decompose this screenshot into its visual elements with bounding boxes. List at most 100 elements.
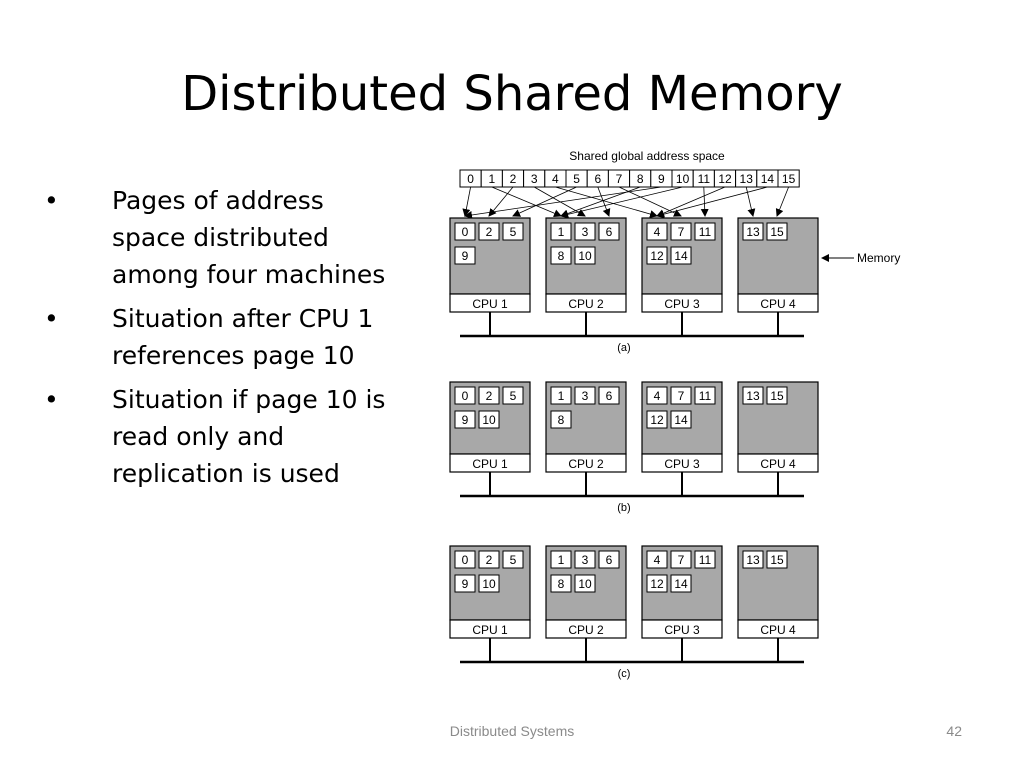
page-box — [646, 574, 668, 593]
page-mapping-arrow — [700, 186, 709, 217]
page-box — [478, 550, 500, 569]
page-mapping-arrow — [560, 186, 641, 218]
page-box — [454, 386, 476, 405]
global-page-number: 11 — [698, 172, 711, 186]
panel-caption: (a) — [617, 342, 630, 354]
page-box — [646, 410, 668, 429]
page-number: 4 — [654, 553, 661, 567]
global-page-number: 3 — [531, 172, 538, 186]
page-mapping-arrow — [656, 186, 726, 217]
bullet-marker: • — [44, 186, 59, 215]
page-box — [694, 386, 716, 405]
page-box — [478, 574, 500, 593]
page-box — [454, 574, 476, 593]
page-box — [742, 222, 764, 241]
global-page-number: 6 — [594, 172, 601, 186]
memory-label: Memory — [857, 251, 900, 265]
page-number: 42 — [946, 723, 962, 739]
page-number: 1 — [558, 389, 565, 403]
page-mapping-arrow — [512, 186, 577, 217]
page-number: 1 — [558, 553, 565, 567]
global-page-number: 14 — [761, 172, 775, 186]
page-number: 8 — [558, 577, 565, 591]
page-number: 14 — [674, 249, 688, 263]
bullet-item: • Situation if page 10 is read only and … — [44, 381, 404, 492]
page-box — [550, 574, 572, 593]
page-number: 9 — [462, 413, 469, 427]
page-box — [574, 574, 596, 593]
cpu-label: CPU 2 — [568, 623, 604, 637]
page-box — [574, 222, 596, 241]
page-box — [502, 386, 524, 405]
page-number: 10 — [578, 249, 592, 263]
cpu-label: CPU 2 — [568, 297, 604, 311]
page-box — [574, 550, 596, 569]
page-box — [598, 386, 620, 405]
page-mapping-arrow — [488, 186, 514, 217]
cpu-label: CPU 1 — [472, 457, 508, 471]
global-page-number: 9 — [658, 172, 665, 186]
footer-text: Distributed Systems — [449, 723, 575, 739]
page-mapping-arrow — [462, 186, 471, 217]
page-box — [670, 410, 692, 429]
cpu-label: CPU 3 — [664, 623, 700, 637]
page-mapping-arrow — [555, 186, 658, 218]
bullet-list: • Pages of address space distributed amo… — [44, 182, 404, 499]
page-box — [550, 550, 572, 569]
page-box — [598, 222, 620, 241]
bullet-text: Situation if page 10 is read only and re… — [112, 385, 386, 488]
bullet-marker: • — [44, 385, 59, 414]
page-box — [550, 246, 572, 265]
page-number: 11 — [699, 389, 712, 403]
page-number: 6 — [606, 225, 613, 239]
page-number: 7 — [678, 553, 685, 567]
cpu-label: CPU 4 — [760, 297, 796, 311]
slide-title: Distributed Shared Memory — [181, 66, 843, 122]
page-number: 10 — [482, 577, 496, 591]
page-number: 9 — [462, 577, 469, 591]
page-number: 11 — [699, 225, 712, 239]
page-box — [694, 550, 716, 569]
page-box — [742, 550, 764, 569]
cpu-label: CPU 4 — [760, 457, 796, 471]
page-number: 13 — [746, 553, 760, 567]
page-number: 3 — [582, 225, 589, 239]
page-box — [502, 550, 524, 569]
page-number: 9 — [462, 249, 469, 263]
global-page-number: 2 — [510, 172, 517, 186]
page-number: 6 — [606, 389, 613, 403]
cpu-label: CPU 2 — [568, 457, 604, 471]
page-mapping-arrow — [745, 186, 756, 217]
page-number: 15 — [770, 553, 784, 567]
page-number: 12 — [650, 249, 664, 263]
page-box — [574, 386, 596, 405]
page-mapping-arrow — [491, 186, 562, 217]
address-space-label: Shared global address space — [569, 149, 725, 163]
global-page-number: 13 — [740, 172, 754, 186]
page-box — [670, 574, 692, 593]
page-box — [646, 550, 668, 569]
page-number: 2 — [486, 389, 493, 403]
page-box — [550, 410, 572, 429]
cpu-label: CPU 1 — [472, 297, 508, 311]
page-box — [454, 246, 476, 265]
page-number: 12 — [650, 413, 664, 427]
page-number: 10 — [578, 577, 592, 591]
page-number: 6 — [606, 553, 613, 567]
page-box — [454, 222, 476, 241]
page-box — [646, 246, 668, 265]
cpu-label: CPU 4 — [760, 623, 796, 637]
page-number: 15 — [770, 389, 784, 403]
global-page-number: 10 — [676, 172, 690, 186]
bullet-marker: • — [44, 304, 59, 333]
page-number: 13 — [746, 389, 760, 403]
global-page-number: 8 — [637, 172, 644, 186]
bullet-item: • Pages of address space distributed amo… — [44, 182, 404, 293]
page-box — [454, 550, 476, 569]
page-number: 12 — [650, 577, 664, 591]
page-box — [478, 410, 500, 429]
global-page-number: 12 — [718, 172, 732, 186]
page-box — [646, 222, 668, 241]
page-box — [694, 222, 716, 241]
